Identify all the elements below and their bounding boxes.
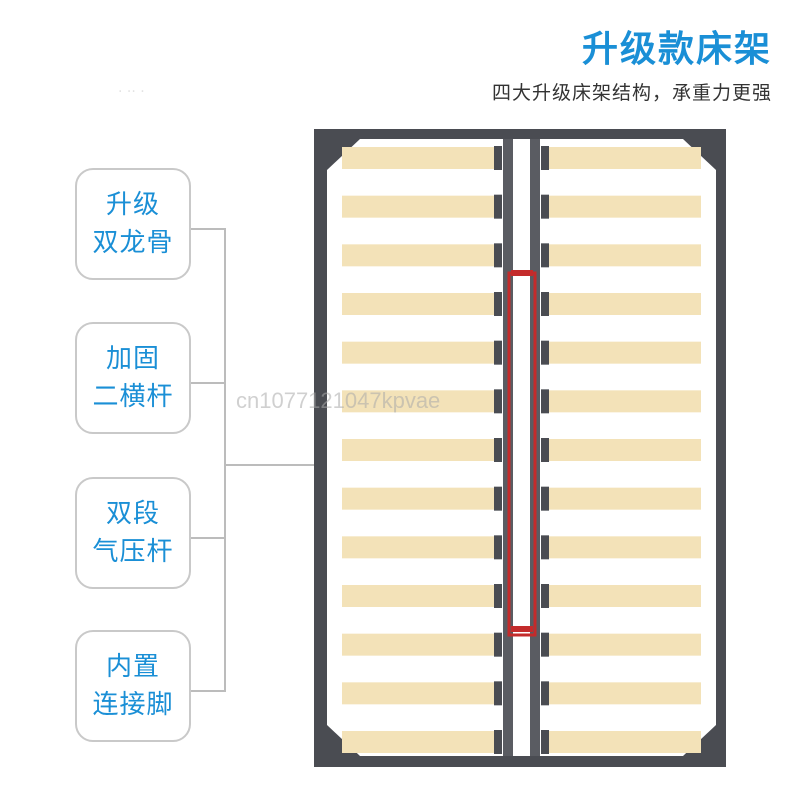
feature-box-crossbars: 加固 二横杆 [75,322,191,434]
wood-slat [342,244,500,267]
wood-slat [342,585,500,607]
feature-line-1: 加固 [105,344,160,374]
slat-holder [541,632,549,657]
feature-line-1: 内置 [105,652,160,682]
slat-holder [541,730,549,754]
slat-holder [541,389,549,414]
wood-slat [342,536,500,559]
wood-slat [342,195,500,218]
feature-line-2: 气压杆 [92,537,174,567]
slat-holder [541,584,549,608]
connector-line [191,537,225,539]
slat-holder [494,730,502,754]
wood-slat [543,731,701,753]
wood-slat [543,293,701,315]
slat-holder [541,194,549,219]
slat-holder [494,632,502,657]
center-channel [513,139,530,756]
slat-holder [494,292,502,316]
wood-slat [543,682,701,705]
wood-slat [342,147,500,169]
slat-holder [541,486,549,511]
connector-line [191,382,225,384]
slat-holder [494,340,502,365]
connector-line [191,690,225,692]
slat-holder [541,438,549,462]
wood-slat [543,195,701,218]
slat-holder [541,292,549,316]
feature-line-1: 双段 [105,499,160,529]
slat-holder [541,146,549,170]
feature-box-connector-feet: 内置 连接脚 [75,630,191,742]
slat-holder [541,681,549,706]
gas-strut-cap-bottom [511,626,533,632]
wood-slat [342,487,500,510]
wood-slat [342,293,500,315]
feature-line-2: 二横杆 [92,382,174,412]
slat-holder [494,243,502,268]
slat-holder [494,535,502,560]
page-title: 升级款床架 [581,29,772,70]
slat-holder [541,340,549,365]
wood-slat [543,536,701,559]
slat-holder [494,389,502,414]
feature-line-1: 升级 [105,190,160,220]
slats-left [342,146,502,754]
wood-slat [342,731,500,753]
wood-slat [342,390,500,413]
wood-slat [543,244,701,267]
wood-slat [543,390,701,413]
slats-right [541,146,701,754]
wood-slat [543,147,701,169]
faint-logo-mark: · ·· · [118,84,145,100]
slat-holder [494,438,502,462]
wood-slat [543,439,701,461]
slat-holder [541,243,549,268]
wood-slat [342,633,500,656]
feature-box-gas-struts: 双段 气压杆 [75,477,191,589]
feature-box-double-keel: 升级 双龙骨 [75,168,191,280]
slat-holder [494,146,502,170]
slat-holder [494,486,502,511]
wood-slat [342,682,500,705]
feature-line-2: 连接脚 [92,690,174,720]
wood-slat [543,341,701,364]
wood-slat [543,487,701,510]
slat-holder [494,194,502,219]
wood-slat [543,633,701,656]
slat-holder [541,535,549,560]
connector-line [224,464,316,466]
wood-slat [342,341,500,364]
wood-slat [342,439,500,461]
slat-holder [494,681,502,706]
gas-strut-cap-top [511,270,533,276]
page-subtitle: 四大升级床架结构，承重力更强 [491,82,772,104]
feature-line-2: 双龙骨 [92,228,174,258]
wood-slat [543,585,701,607]
connector-line [224,228,226,692]
slat-holder [494,584,502,608]
connector-line [191,228,225,230]
